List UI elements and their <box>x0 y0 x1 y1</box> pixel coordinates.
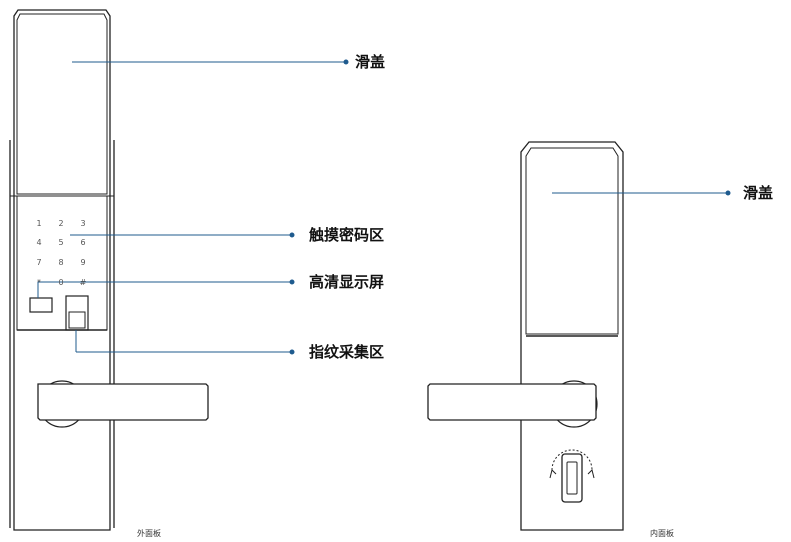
label-touch-keypad: 触摸密码区 <box>309 226 385 244</box>
label-fingerprint-area: 指纹采集区 <box>309 343 385 361</box>
thumb-turn-knob <box>561 453 583 503</box>
keypad-key-5: 5 <box>58 238 64 247</box>
keypad-key-7: 7 <box>36 258 42 267</box>
inner-panel-body <box>520 141 624 531</box>
label-outer-slide-cover: 滑盖 <box>355 53 386 71</box>
keypad-key-6: 6 <box>80 238 86 247</box>
caption-inner-panel: 内面板 <box>650 529 674 538</box>
keypad-key-star: * <box>37 278 41 287</box>
outer-handle-lever <box>37 383 209 421</box>
inner-panel <box>427 141 624 531</box>
callout-lines <box>37 59 731 355</box>
keypad-key-4: 4 <box>36 238 42 247</box>
outer-slide-cover <box>16 13 108 195</box>
hd-display-screen <box>29 297 53 313</box>
label-hd-display: 高清显示屏 <box>309 273 385 291</box>
keypad-key-8: 8 <box>58 258 64 267</box>
keypad-key-0: 0 <box>58 278 64 287</box>
keypad-key-hash: # <box>79 278 87 287</box>
fingerprint-reader <box>65 295 89 331</box>
label-inner-slide-cover: 滑盖 <box>743 184 774 202</box>
outer-panel <box>9 9 209 531</box>
keypad-key-2: 2 <box>58 219 64 228</box>
outer-panel-body <box>13 9 111 531</box>
inner-handle-lever <box>427 383 597 421</box>
inner-slide-cover <box>525 147 619 335</box>
caption-outer-panel: 外面板 <box>137 529 161 538</box>
keypad-key-9: 9 <box>80 258 86 267</box>
keypad-key-1: 1 <box>36 219 42 228</box>
keypad-key-3: 3 <box>80 219 86 228</box>
